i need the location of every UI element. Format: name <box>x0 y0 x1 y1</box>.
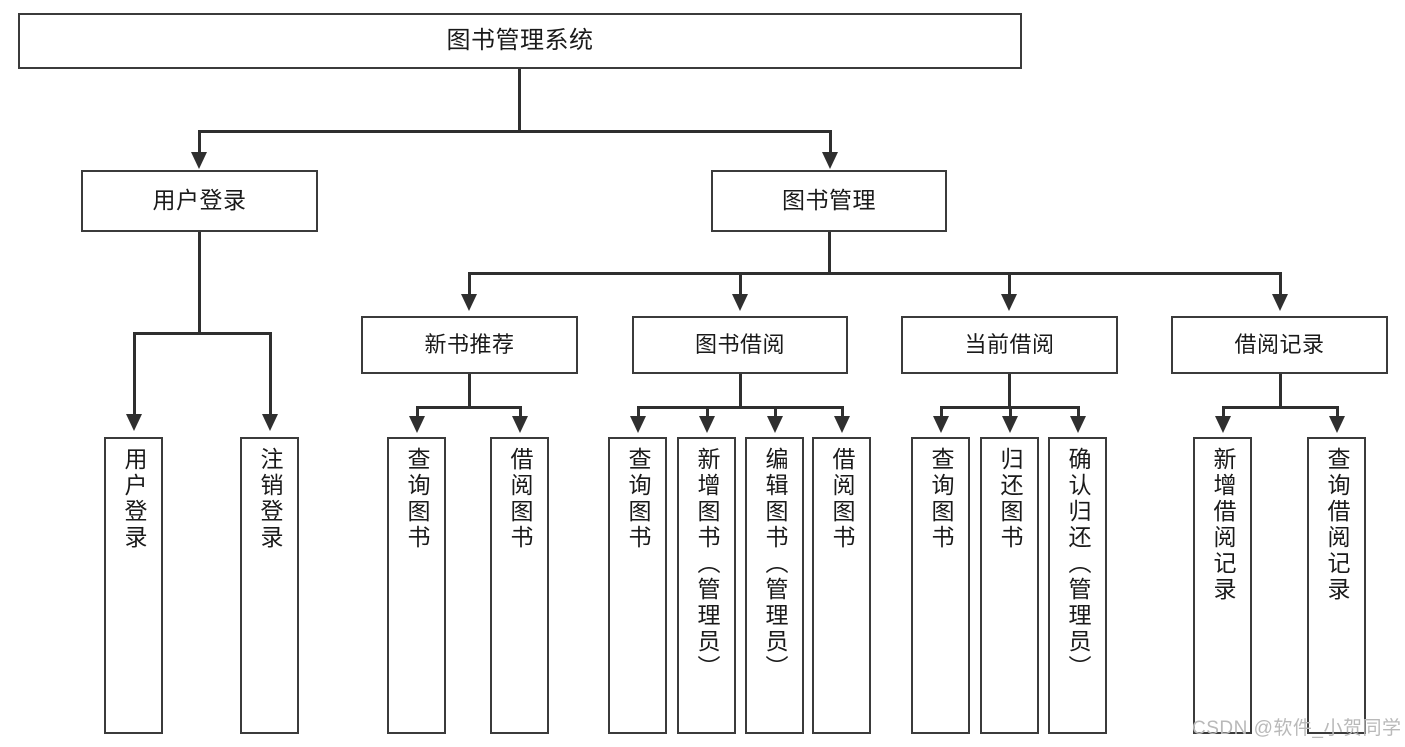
connector-to-book-management <box>829 130 832 154</box>
arrowhead-borrow-record <box>1272 294 1288 311</box>
leaf-current-borrow-confirm-return-admin[interactable]: 确认归还（管理员） <box>1048 437 1107 734</box>
leaf-book-borrow-add-book-admin[interactable]: 新增图书（管理员） <box>677 437 736 734</box>
connector-to-book-borrow <box>739 272 742 296</box>
leaf-label: 借阅图书 <box>829 447 855 551</box>
node-new-book-recommendation[interactable]: 新书推荐 <box>361 316 578 374</box>
arrowhead-leaf-current-borrow-3 <box>1070 416 1086 433</box>
node-user-login[interactable]: 用户登录 <box>81 170 318 232</box>
connector-book-management-stem <box>828 232 831 274</box>
arrowhead-leaf-user-login-1 <box>126 414 142 431</box>
arrowhead-leaf-book-borrow-1 <box>630 416 646 433</box>
arrowhead-leaf-book-borrow-2 <box>699 416 715 433</box>
node-label: 图书管理 <box>782 187 876 214</box>
connector-new-book-rec-stem <box>468 374 471 408</box>
arrowhead-leaf-new-book-rec-2 <box>512 416 528 433</box>
node-label: 图书管理系统 <box>446 26 594 54</box>
connector-level2-bus <box>468 272 1280 275</box>
leaf-label: 确认归还（管理员） <box>1065 447 1091 681</box>
connector-borrow-record-leaf2 <box>1336 406 1339 418</box>
node-book-borrow[interactable]: 图书借阅 <box>632 316 848 374</box>
arrowhead-leaf-current-borrow-1 <box>933 416 949 433</box>
connector-root-stem <box>518 69 521 131</box>
leaf-label: 新增借阅记录 <box>1210 447 1236 603</box>
arrowhead-leaf-borrow-record-1 <box>1215 416 1231 433</box>
connector-book-borrow-leaf4 <box>841 406 844 418</box>
leaf-label: 用户登录 <box>121 447 147 551</box>
arrowhead-leaf-user-login-2 <box>262 414 278 431</box>
leaf-user-login-logout[interactable]: 注销登录 <box>240 437 299 734</box>
connector-borrow-record-leaf1 <box>1222 406 1225 418</box>
connector-new-book-rec-bus <box>416 406 521 409</box>
leaf-label: 新增图书（管理员） <box>694 447 720 681</box>
connector-user-login-leaf2 <box>269 332 272 416</box>
connector-book-borrow-stem <box>739 374 742 408</box>
node-book-management[interactable]: 图书管理 <box>711 170 947 232</box>
node-label: 新书推荐 <box>424 331 515 357</box>
leaf-label: 注销登录 <box>257 447 283 551</box>
connector-user-login-leaf1 <box>133 332 136 416</box>
connector-book-borrow-leaf2 <box>706 406 709 418</box>
node-root-book-management-system[interactable]: 图书管理系统 <box>18 13 1022 69</box>
arrowhead-user-login <box>191 152 207 169</box>
leaf-current-borrow-return-book[interactable]: 归还图书 <box>980 437 1039 734</box>
node-label: 图书借阅 <box>694 331 785 357</box>
arrowhead-current-borrow <box>1001 294 1017 311</box>
leaf-user-login-login[interactable]: 用户登录 <box>104 437 163 734</box>
connector-new-book-rec-leaf1 <box>416 406 419 418</box>
connector-to-user-login <box>198 130 201 154</box>
connector-borrow-record-bus <box>1222 406 1338 409</box>
connector-book-borrow-bus <box>637 406 843 409</box>
arrowhead-leaf-current-borrow-2 <box>1002 416 1018 433</box>
arrowhead-leaf-borrow-record-2 <box>1329 416 1345 433</box>
leaf-book-borrow-query-book[interactable]: 查询图书 <box>608 437 667 734</box>
connector-current-borrow-leaf2 <box>1009 406 1012 418</box>
arrowhead-leaf-book-borrow-4 <box>834 416 850 433</box>
node-current-borrow[interactable]: 当前借阅 <box>901 316 1118 374</box>
node-label: 借阅记录 <box>1234 331 1325 357</box>
leaf-label: 借阅图书 <box>507 447 533 551</box>
connector-book-borrow-leaf3 <box>774 406 777 418</box>
connector-current-borrow-leaf3 <box>1077 406 1080 418</box>
arrowhead-leaf-book-borrow-3 <box>767 416 783 433</box>
arrowhead-book-management <box>822 152 838 169</box>
connector-borrow-record-stem <box>1279 374 1282 408</box>
connector-current-borrow-stem <box>1008 374 1011 408</box>
node-borrow-record[interactable]: 借阅记录 <box>1171 316 1388 374</box>
leaf-label: 归还图书 <box>997 447 1023 551</box>
leaf-book-borrow-edit-book-admin[interactable]: 编辑图书（管理员） <box>745 437 804 734</box>
leaf-current-borrow-query-book[interactable]: 查询图书 <box>911 437 970 734</box>
connector-user-login-bus <box>133 332 271 335</box>
arrowhead-new-book-rec <box>461 294 477 311</box>
node-label: 当前借阅 <box>964 331 1055 357</box>
connector-level1-bus <box>198 130 831 133</box>
arrowhead-leaf-new-book-rec-1 <box>409 416 425 433</box>
leaf-new-book-rec-query-book[interactable]: 查询图书 <box>387 437 446 734</box>
connector-to-new-book-rec <box>468 272 471 296</box>
arrowhead-book-borrow <box>732 294 748 311</box>
leaf-new-book-rec-borrow-book[interactable]: 借阅图书 <box>490 437 549 734</box>
leaf-borrow-record-query-record[interactable]: 查询借阅记录 <box>1307 437 1366 734</box>
leaf-label: 编辑图书（管理员） <box>762 447 788 681</box>
connector-new-book-rec-leaf2 <box>519 406 522 418</box>
connector-book-borrow-leaf1 <box>637 406 640 418</box>
connector-to-borrow-record <box>1279 272 1282 296</box>
leaf-borrow-record-add-record[interactable]: 新增借阅记录 <box>1193 437 1252 734</box>
leaf-label: 查询借阅记录 <box>1324 447 1350 603</box>
leaf-label: 查询图书 <box>625 447 651 551</box>
leaf-label: 查询图书 <box>928 447 954 551</box>
connector-current-borrow-leaf1 <box>940 406 943 418</box>
connector-user-login-stem <box>198 232 201 334</box>
leaf-book-borrow-borrow-book[interactable]: 借阅图书 <box>812 437 871 734</box>
leaf-label: 查询图书 <box>404 447 430 551</box>
connector-to-current-borrow <box>1008 272 1011 296</box>
node-label: 用户登录 <box>152 187 247 214</box>
